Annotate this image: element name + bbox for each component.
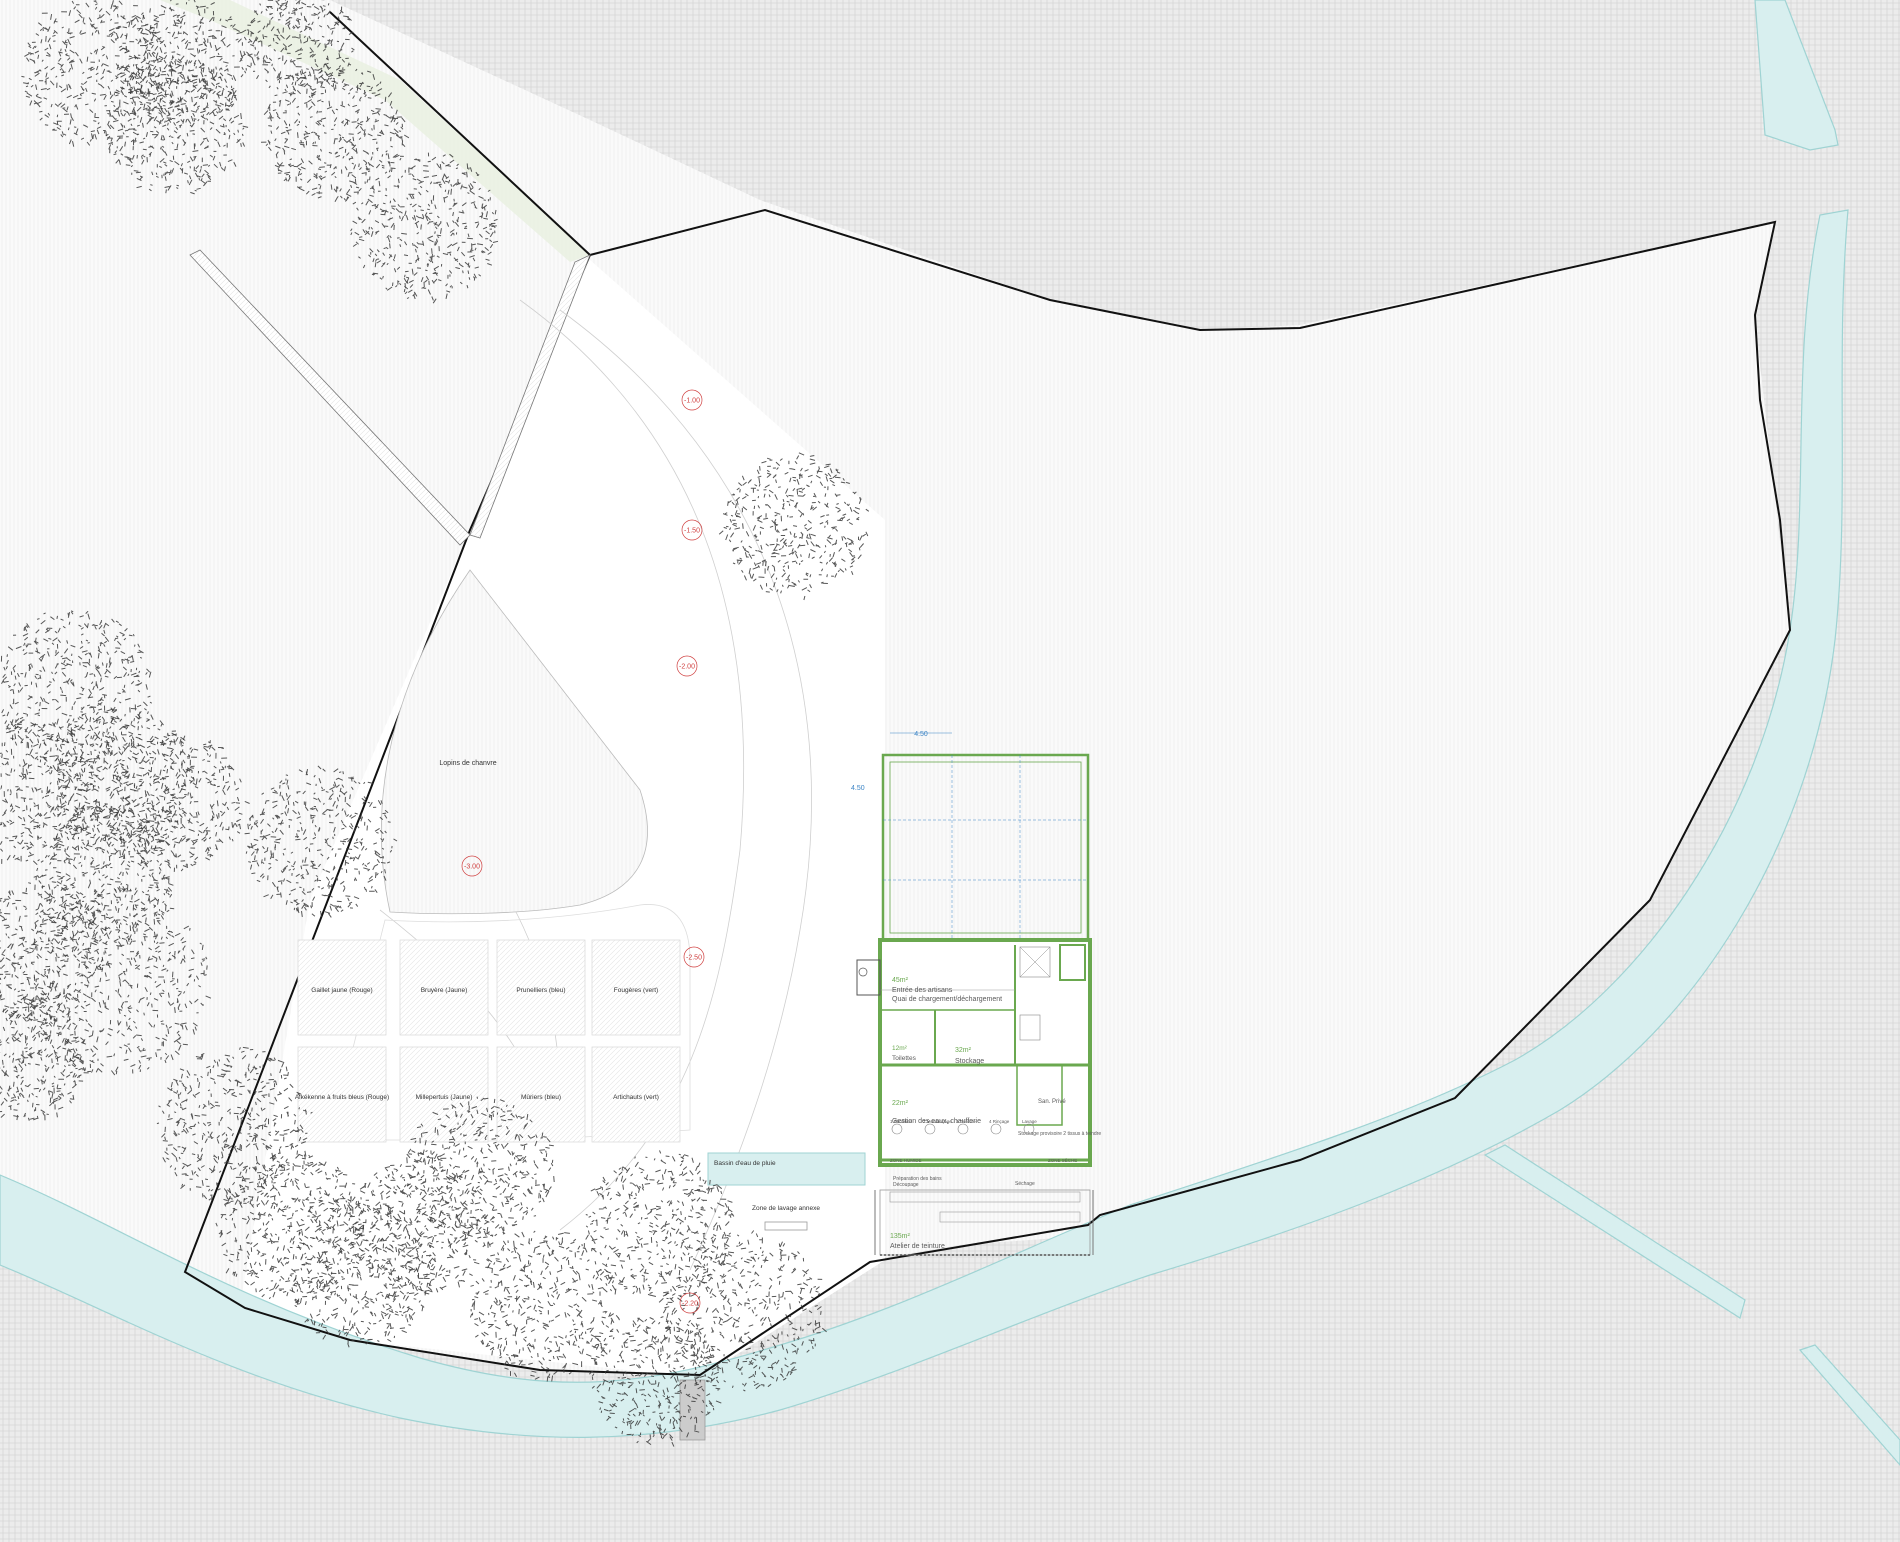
building: 4.50 4.50 45m² Entrée des artisans Quai … — [851, 731, 1101, 1256]
tree-canopy-icon — [102, 730, 250, 872]
dye-bath-icon — [1023, 1123, 1035, 1135]
atelier-area: 135m² — [890, 1233, 911, 1240]
garden-bed: Fougères (vert) — [591, 939, 681, 1036]
tree-canopy-icon — [350, 152, 499, 304]
dye-bath-label: 3 Teinture — [956, 1119, 976, 1124]
garden: Lopins de chanvre Gaillet jaune (Rouge) B… — [295, 569, 691, 1143]
dimension-width: 4.50 — [914, 731, 928, 738]
tree-canopy-icon — [406, 1096, 555, 1248]
basin-label: Bassin d'eau de pluie — [714, 1160, 776, 1167]
parcel-boundary — [183, 11, 1792, 1377]
zone-humide-label: ZONE HUMIDE — [890, 1158, 922, 1163]
garden-bed: Gaillet jaune (Rouge) — [297, 939, 387, 1036]
hemp-plot — [381, 569, 648, 915]
elevation-marker-icon — [681, 389, 703, 411]
tree-canopy-icon — [21, 0, 173, 147]
tree-canopy-icon — [0, 610, 153, 766]
rain-basin: Bassin d'eau de pluie Zone de lavage ann… — [707, 1152, 866, 1231]
storage-area: 32m² — [955, 1047, 972, 1054]
hemp-plot-label: Lopins de chanvre — [439, 760, 496, 767]
elevation-marker: -1.00 — [681, 389, 703, 411]
tree-canopy-icon — [718, 452, 870, 601]
garden-bed: Alkékenne à fruits bleus (Rouge) — [295, 1046, 389, 1143]
elevation-marker: -3.00 — [461, 855, 483, 877]
prep-label: Préparation des bains — [893, 1176, 942, 1182]
tree-canopy-icon — [156, 1046, 313, 1208]
cutting-label: Découpage — [893, 1182, 919, 1188]
garden-bed-label: Bruyère (Jaune) — [421, 987, 468, 994]
dye-bath-icon — [957, 1123, 969, 1135]
dye-bath-label: 2 Mordançage — [923, 1119, 952, 1124]
dye-bath-icon — [990, 1123, 1002, 1135]
garden-bed-label: Artichauts (vert) — [613, 1094, 659, 1101]
san-label: San. Privé — [1038, 1099, 1066, 1105]
toilets-label: Toilettes — [892, 1055, 917, 1062]
elevation-value: -2.50 — [686, 955, 702, 962]
elevation-value: -1.00 — [684, 398, 700, 405]
garden-bed-label: Gaillet jaune (Rouge) — [311, 987, 372, 994]
tree-canopy-icon — [105, 58, 249, 195]
tree-canopy-icon — [0, 719, 103, 866]
entrance-sublabel: Quai de chargement/déchargement — [892, 996, 1002, 1003]
water-label: Gestion des eaux, chaufferie — [892, 1118, 981, 1125]
dye-bath-label: 4 Rinçage — [989, 1119, 1010, 1124]
elevation-marker: -2.20 — [679, 1292, 701, 1314]
water-area: 22m² — [892, 1100, 909, 1107]
garden-bed: Prunelliers (bleu) — [496, 939, 586, 1036]
atelier-label: Atelier de teinture — [890, 1243, 945, 1250]
elevation-value: -1.50 — [684, 528, 700, 535]
dimension-height: 4.50 — [851, 785, 865, 792]
drying-label: Séchage — [1015, 1181, 1035, 1187]
entrance-label: Entrée des artisans — [892, 987, 953, 994]
dye-bath-icon — [924, 1123, 936, 1135]
garden-bed: Mûriers (bleu) — [496, 1046, 586, 1143]
zone-seche-label: ZONE SÈCHE — [1048, 1157, 1077, 1163]
dye-bath-label: Lavage — [1022, 1119, 1037, 1124]
dye-bath-label: 1 Ébullition — [890, 1118, 913, 1124]
tree-canopy-icon — [260, 63, 410, 203]
garden-bed-label: Mûriers (bleu) — [521, 1094, 561, 1101]
garden-bed: Millepertuis (Jaune) — [399, 1046, 489, 1143]
wash-zone-label: Zone de lavage annexe — [752, 1205, 820, 1212]
green-path — [160, 0, 590, 262]
elevation-marker-icon — [679, 1292, 701, 1314]
entrance-area: 45m² — [892, 977, 909, 984]
toilets-area: 12m² — [892, 1045, 908, 1052]
tree-canopy-icon — [240, 0, 355, 97]
tree-canopy-icon — [469, 1230, 620, 1382]
tree-canopy-icon — [350, 1155, 490, 1297]
garden-bed-label: Prunelliers (bleu) — [516, 987, 565, 994]
tree-canopy-icon — [283, 1196, 436, 1348]
garden-bed-label: Millepertuis (Jaune) — [416, 1094, 473, 1101]
garden-bed-label: Alkékenne à fruits bleus (Rouge) — [295, 1094, 389, 1101]
tree-canopy-icon — [244, 765, 398, 918]
tree-canopy-icon — [662, 1230, 827, 1392]
retaining-wall — [189, 249, 591, 546]
garden-bed: Artichauts (vert) — [591, 1046, 681, 1143]
tree-canopy-icon — [20, 886, 212, 1076]
elevation-value: -2.20 — [682, 1301, 698, 1308]
elevation-marker-icon — [676, 655, 698, 677]
tree-canopy-icon — [0, 881, 113, 1022]
tree-canopy-icon — [44, 707, 198, 860]
storage-label: Stockage — [955, 1058, 984, 1065]
trees — [0, 0, 870, 1447]
tree-canopy-icon — [588, 1316, 722, 1447]
elevation-marker-icon — [461, 855, 483, 877]
tree-canopy-icon — [215, 1152, 365, 1304]
elevation-marker: -1.50 — [681, 519, 703, 541]
stock-note: Stockage provisoire 2 tissus à teindre — [1018, 1131, 1101, 1137]
elevation-marker-icon — [683, 946, 705, 968]
elevation-value: -3.00 — [464, 864, 480, 871]
dye-bath-icon — [891, 1123, 903, 1135]
elevation-marker: -2.50 — [683, 946, 705, 968]
elevation-value: -2.00 — [679, 664, 695, 671]
tree-canopy-icon — [585, 1150, 735, 1303]
tree-canopy-icon — [0, 1000, 89, 1121]
garden-bed-label: Fougères (vert) — [614, 987, 658, 994]
elevation-marker-icon — [681, 519, 703, 541]
elevation-marker: -2.00 — [676, 655, 698, 677]
garden-bed: Bruyère (Jaune) — [399, 939, 489, 1036]
